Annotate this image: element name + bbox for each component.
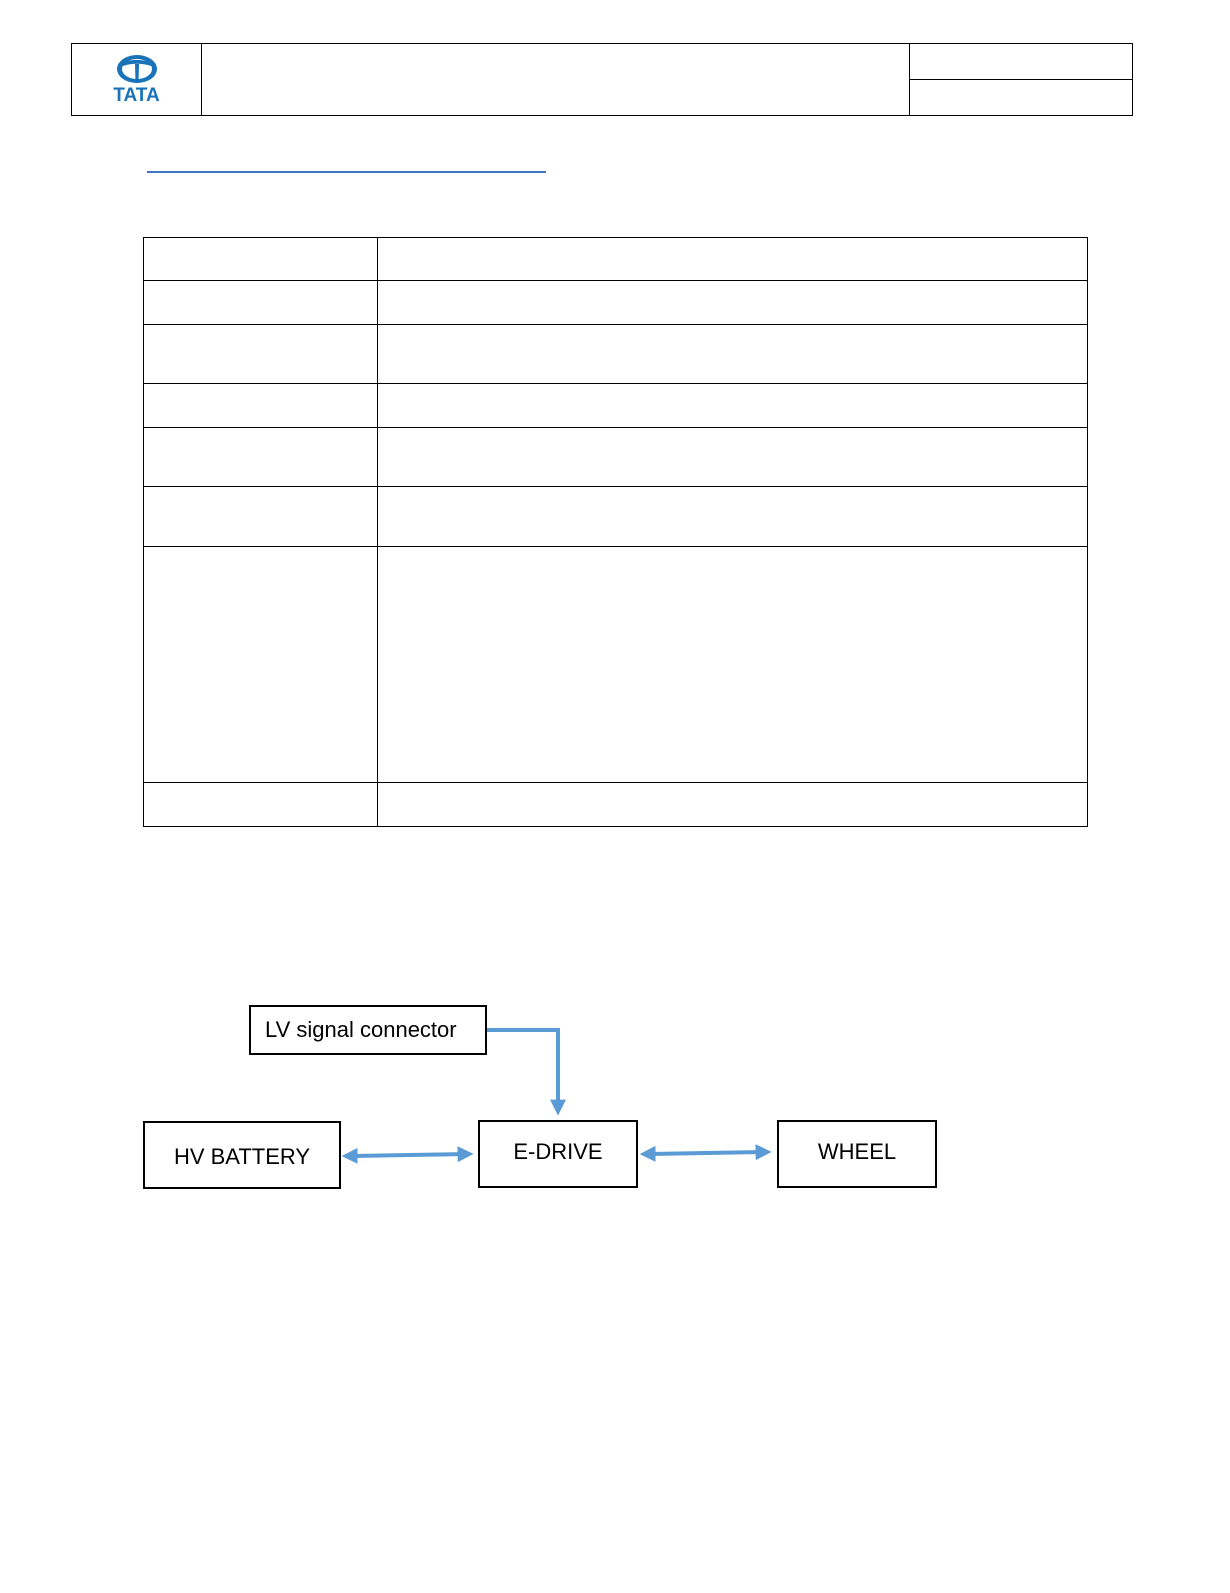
document-header: TATA <box>71 43 1133 116</box>
header-meta-cells <box>910 44 1132 115</box>
table-cell-label <box>143 546 378 783</box>
info-table <box>143 237 1088 827</box>
table-cell-value <box>377 427 1088 487</box>
table-row <box>143 486 1088 547</box>
table-cell-value <box>377 782 1088 827</box>
table-cell-value <box>377 280 1088 325</box>
table-cell-label <box>143 280 378 325</box>
table-cell-label <box>143 383 378 428</box>
logo-cell: TATA <box>72 44 202 115</box>
table-row <box>143 427 1088 487</box>
table-row <box>143 383 1088 428</box>
header-title-cell <box>202 44 910 115</box>
arrow-lv-to-edrive <box>487 1028 566 1116</box>
table-cell-label <box>143 237 378 281</box>
table-cell-label <box>143 486 378 547</box>
table-cell-label <box>143 782 378 827</box>
section-heading-rule <box>147 171 546 173</box>
table-row <box>143 546 1088 783</box>
table-cell-value <box>377 486 1088 547</box>
tata-logo-icon <box>116 54 157 83</box>
header-meta-bottom <box>910 80 1132 115</box>
table-cell-value <box>377 324 1088 384</box>
table-row <box>143 237 1088 281</box>
arrow-hv-edrive <box>341 1146 474 1164</box>
table-cell-value <box>377 383 1088 428</box>
arrow-edrive-wheel <box>639 1144 772 1162</box>
node-lv-signal-connector: LV signal connector <box>249 1005 487 1055</box>
node-e-drive: E-DRIVE <box>478 1120 638 1188</box>
table-cell-label <box>143 427 378 487</box>
node-wheel: WHEEL <box>777 1120 937 1188</box>
table-row <box>143 324 1088 384</box>
logo-wordmark: TATA <box>113 84 160 106</box>
table-cell-value <box>377 546 1088 783</box>
table-row <box>143 782 1088 827</box>
table-cell-value <box>377 237 1088 281</box>
table-row <box>143 280 1088 325</box>
header-meta-top <box>910 44 1132 80</box>
node-hv-battery: HV BATTERY <box>143 1121 341 1189</box>
table-cell-label <box>143 324 378 384</box>
